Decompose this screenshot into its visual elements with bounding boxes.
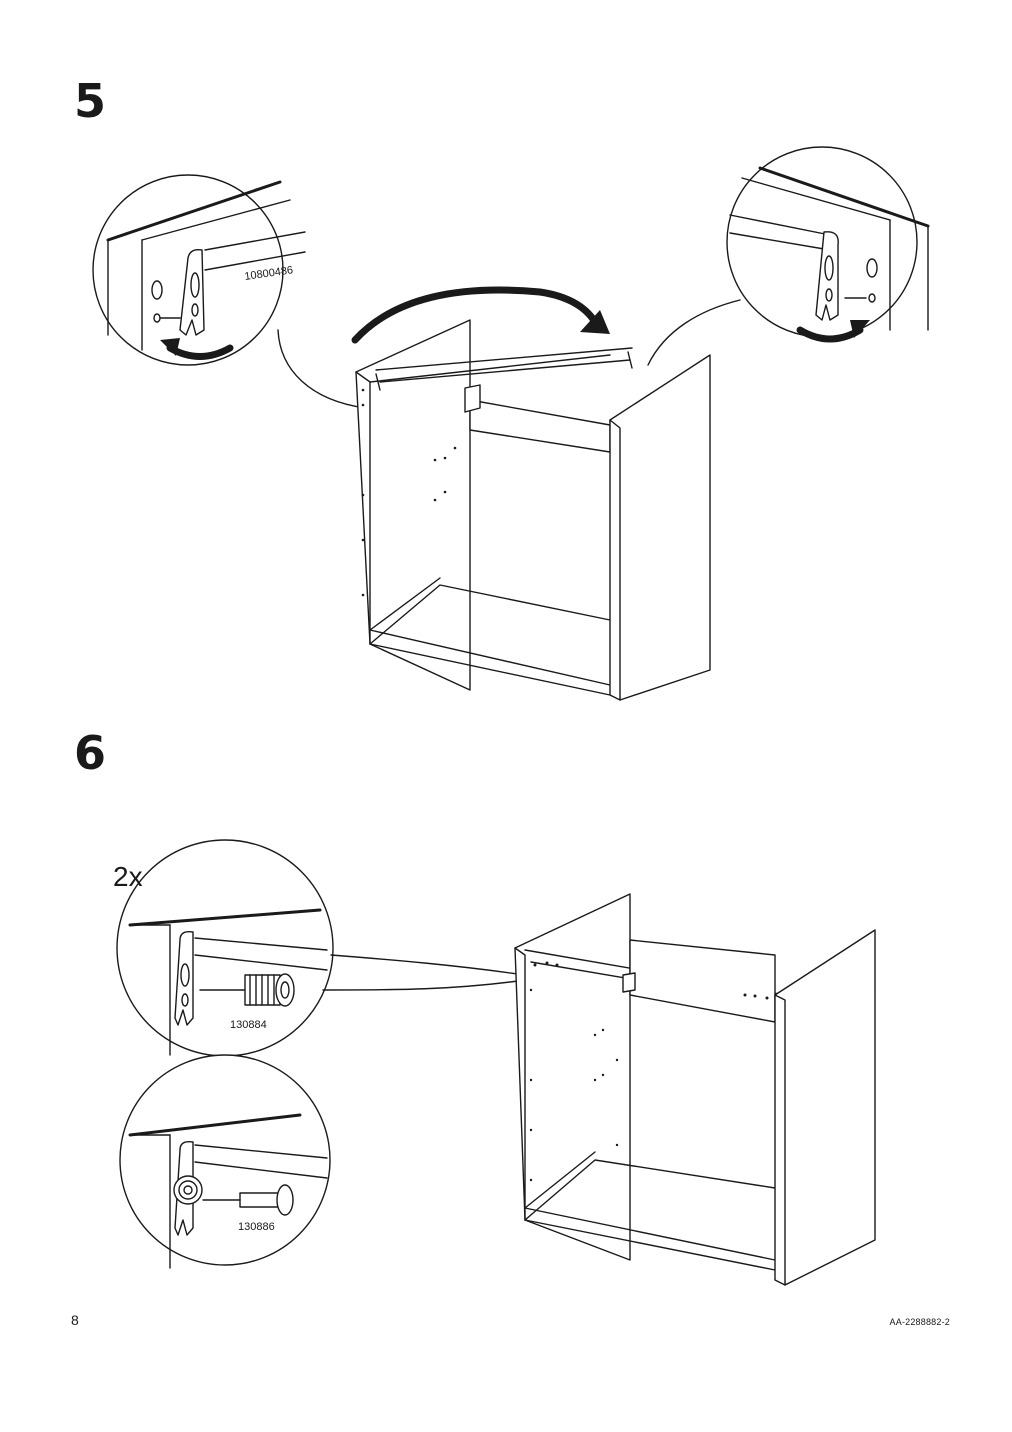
cabinet-holes xyxy=(361,388,457,597)
bottom-detail-callout xyxy=(119,1054,331,1269)
left-detail-callout xyxy=(92,174,366,409)
cabinet-frame xyxy=(514,893,876,1286)
top-detail-callout xyxy=(116,839,526,1057)
cabinet-frame xyxy=(355,319,711,701)
part-id-label: 130886 xyxy=(238,1221,275,1233)
document-code: AA-2288882-2 xyxy=(889,1317,950,1327)
step-5-illustration: 10800486 xyxy=(92,146,930,701)
cabinet-holes xyxy=(529,961,769,1182)
right-detail-callout xyxy=(647,146,930,366)
step-number: 5 xyxy=(74,74,107,128)
part-id-label: 130884 xyxy=(230,1019,267,1031)
quantity-label: 2x xyxy=(113,861,143,892)
page-number: 8 xyxy=(71,1312,79,1328)
step-6-illustration: 2x 130884 130886 xyxy=(113,839,876,1286)
step-number: 6 xyxy=(74,726,107,780)
placement-arrow xyxy=(351,286,610,344)
